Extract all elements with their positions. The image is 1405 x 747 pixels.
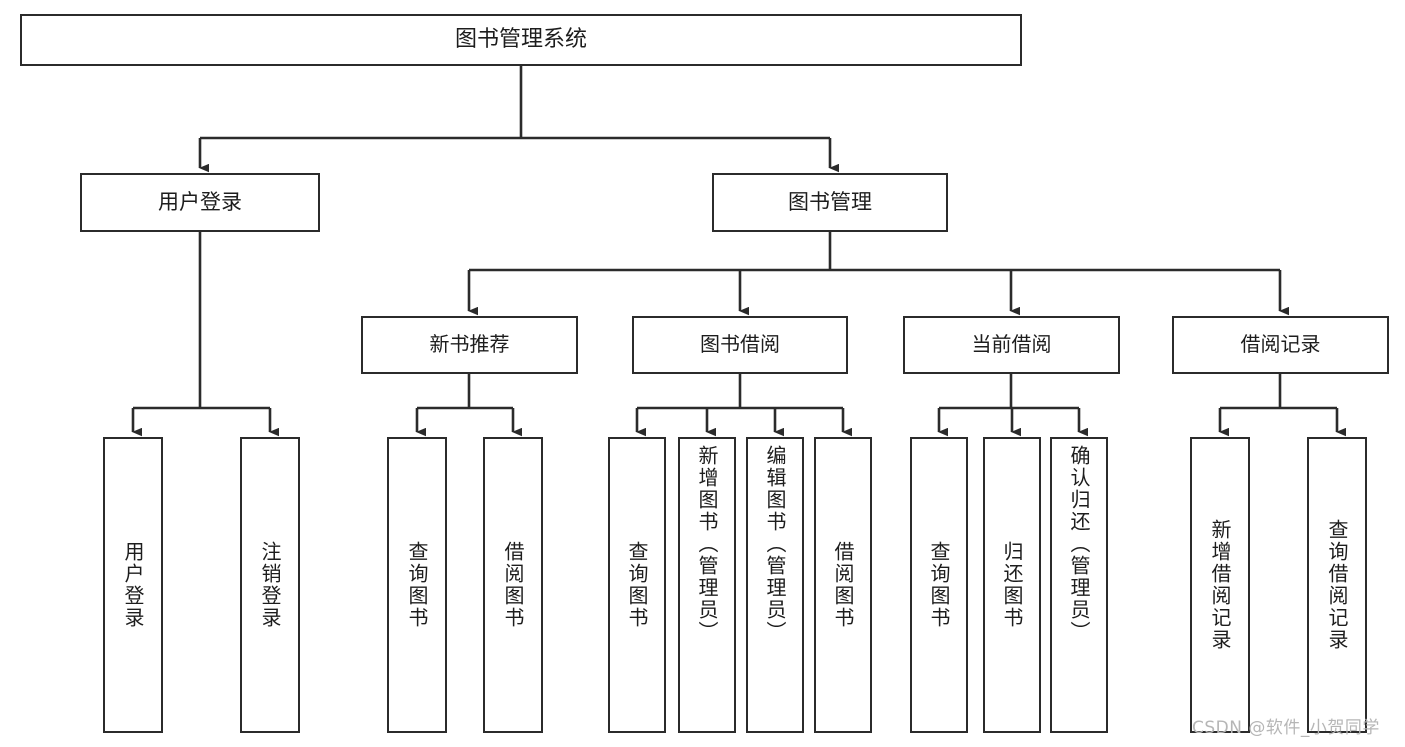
- node-new-book-rec[interactable]: 新书推荐: [361, 316, 578, 374]
- node-book-manage[interactable]: 图书管理: [712, 173, 948, 232]
- node-book-borrow-label: 图书借阅: [700, 332, 780, 357]
- node-leaf-return-book[interactable]: 归还图书: [983, 437, 1041, 733]
- node-leaf-query-book-1-label: 查询图书: [405, 541, 429, 629]
- node-book-manage-label: 图书管理: [788, 190, 872, 215]
- node-leaf-return-book-label: 归还图书: [1000, 541, 1024, 629]
- node-leaf-borrow-book-2[interactable]: 借阅图书: [814, 437, 872, 733]
- node-leaf-query-book-1[interactable]: 查询图书: [387, 437, 447, 733]
- node-leaf-user-logout-label: 注销登录: [258, 541, 282, 629]
- node-user-login[interactable]: 用户登录: [80, 173, 320, 232]
- node-leaf-confirm-return[interactable]: 确认归还（管理员）: [1050, 437, 1108, 733]
- node-leaf-query-book-3-label: 查询图书: [927, 541, 951, 629]
- node-root[interactable]: 图书管理系统: [20, 14, 1022, 66]
- node-leaf-borrow-book-2-label: 借阅图书: [831, 541, 855, 629]
- node-root-label: 图书管理系统: [454, 27, 587, 53]
- node-current-borrow[interactable]: 当前借阅: [903, 316, 1120, 374]
- node-leaf-add-book-label: 新增图书（管理员）: [695, 445, 719, 643]
- node-book-borrow[interactable]: 图书借阅: [632, 316, 848, 374]
- node-borrow-record[interactable]: 借阅记录: [1172, 316, 1389, 374]
- node-new-book-rec-label: 新书推荐: [429, 332, 510, 357]
- node-leaf-query-book-2-label: 查询图书: [625, 541, 649, 629]
- node-current-borrow-label: 当前借阅: [971, 332, 1052, 357]
- csdn-watermark: CSDN @软件_小贺同学: [1192, 718, 1380, 738]
- node-leaf-borrow-book-1[interactable]: 借阅图书: [483, 437, 543, 733]
- node-leaf-user-login-label: 用户登录: [121, 541, 145, 629]
- node-leaf-user-login[interactable]: 用户登录: [103, 437, 163, 733]
- node-borrow-record-label: 借阅记录: [1240, 332, 1321, 357]
- node-leaf-edit-book-label: 编辑图书（管理员）: [763, 445, 787, 643]
- node-leaf-borrow-book-1-label: 借阅图书: [501, 541, 525, 629]
- node-leaf-query-record[interactable]: 查询借阅记录: [1307, 437, 1367, 733]
- node-leaf-query-book-2[interactable]: 查询图书: [608, 437, 666, 733]
- node-leaf-query-book-3[interactable]: 查询图书: [910, 437, 968, 733]
- node-leaf-confirm-return-label: 确认归还（管理员）: [1067, 445, 1091, 643]
- node-leaf-user-logout[interactable]: 注销登录: [240, 437, 300, 733]
- node-leaf-add-record-label: 新增借阅记录: [1208, 519, 1232, 651]
- node-leaf-add-record[interactable]: 新增借阅记录: [1190, 437, 1250, 733]
- node-leaf-edit-book[interactable]: 编辑图书（管理员）: [746, 437, 804, 733]
- node-user-login-label: 用户登录: [158, 190, 242, 215]
- node-leaf-query-record-label: 查询借阅记录: [1325, 519, 1349, 651]
- node-leaf-add-book[interactable]: 新增图书（管理员）: [678, 437, 736, 733]
